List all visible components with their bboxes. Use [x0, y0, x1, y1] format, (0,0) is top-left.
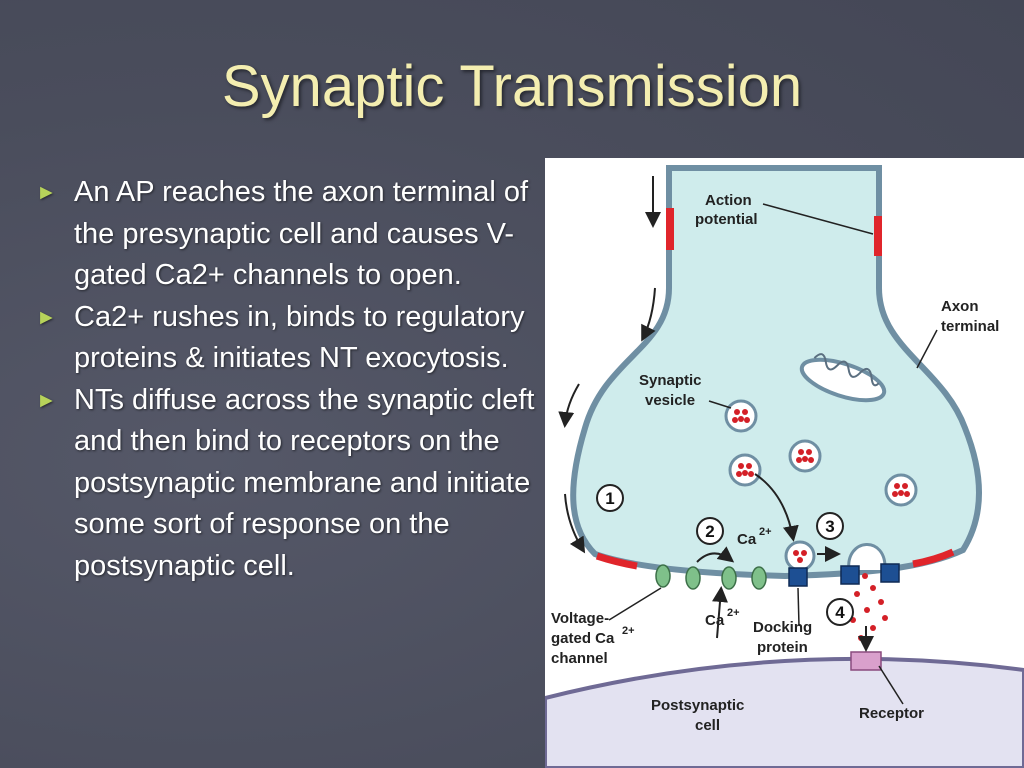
depolarized-segment [874, 216, 882, 256]
docking-vesicle [784, 540, 816, 572]
bullet-item: ► Ca2+ rushes in, binds to regulatory pr… [36, 297, 536, 380]
label-synaptic-vesicle: vesicle [645, 392, 695, 409]
step-marker: 2 [696, 517, 724, 545]
exocytosis-vesicle [847, 543, 887, 571]
label-synaptic-vesicle: Synaptic [639, 372, 702, 389]
slide-title: Synaptic Transmission [221, 54, 803, 119]
bullet-item: ► NTs diffuse across the synaptic cleft … [36, 380, 536, 588]
label-ca-upper-sup: 2+ [759, 526, 772, 538]
receptor [850, 651, 882, 671]
bullet-item: ► An AP reaches the axon terminal of the… [36, 172, 536, 297]
ca-channel [751, 566, 767, 590]
synapse-svg: 1 2 3 4 Action potential Axon terminal S… [545, 165, 1024, 768]
bullet-arrow-icon: ► [36, 305, 57, 329]
label-docking-protein: protein [757, 639, 808, 656]
bullet-text: An AP reaches the axon terminal of the p… [74, 176, 529, 291]
label-action-potential: Action [705, 192, 752, 209]
step-marker: 4 [826, 598, 854, 626]
label-ca-upper: Ca [737, 531, 757, 548]
docking-protein [788, 567, 808, 587]
label-voltage-channel-sup: 2+ [622, 625, 635, 637]
synaptic-vesicle [884, 473, 918, 507]
svg-text:4: 4 [835, 603, 845, 622]
label-ca-lower-sup: 2+ [727, 607, 740, 619]
synaptic-vesicle [724, 399, 758, 433]
label-axon-terminal: Axon [941, 298, 979, 315]
docking-protein [880, 563, 900, 583]
flow-arrows [558, 176, 874, 652]
ca-channel [721, 566, 737, 590]
label-voltage-channel: gated Ca [551, 630, 615, 647]
svg-text:1: 1 [605, 489, 614, 508]
label-action-potential: potential [695, 211, 758, 228]
bullet-list: ► An AP reaches the axon terminal of the… [36, 172, 536, 587]
docking-protein [840, 565, 860, 585]
ca-channel [655, 564, 671, 588]
svg-text:2: 2 [705, 522, 714, 541]
svg-text:3: 3 [825, 517, 834, 536]
ca-channel [685, 566, 701, 590]
label-postsynaptic-cell: cell [695, 717, 720, 734]
label-postsynaptic-cell: Postsynaptic [651, 697, 744, 714]
depolarized-segment [595, 552, 638, 570]
depolarized-segment [912, 548, 955, 568]
mitochondrion [799, 353, 887, 403]
postsynaptic-cell [545, 656, 1024, 768]
bullet-arrow-icon: ► [36, 181, 57, 204]
bullet-text: Ca2+ rushes in, binds to regulatory prot… [74, 300, 525, 375]
step-marker: 3 [816, 512, 844, 540]
label-axon-terminal: terminal [941, 318, 999, 335]
synaptic-vesicle [788, 439, 822, 473]
synapse-diagram: 1 2 3 4 Action potential Axon terminal S… [545, 158, 1024, 768]
leader-lines [608, 203, 938, 705]
label-voltage-channel: channel [551, 650, 608, 667]
label-docking-protein: Docking [753, 619, 812, 636]
label-voltage-channel: Voltage- [551, 610, 609, 627]
label-ca-lower: Ca [705, 612, 725, 629]
axon-terminal [570, 165, 982, 580]
bullet-text: NTs diffuse across the synaptic cleft an… [74, 383, 535, 582]
label-receptor: Receptor [859, 705, 924, 722]
bullet-arrow-icon: ► [36, 388, 57, 412]
depolarized-segment [666, 208, 674, 250]
synaptic-vesicle [728, 453, 762, 487]
step-marker: 1 [596, 484, 624, 512]
